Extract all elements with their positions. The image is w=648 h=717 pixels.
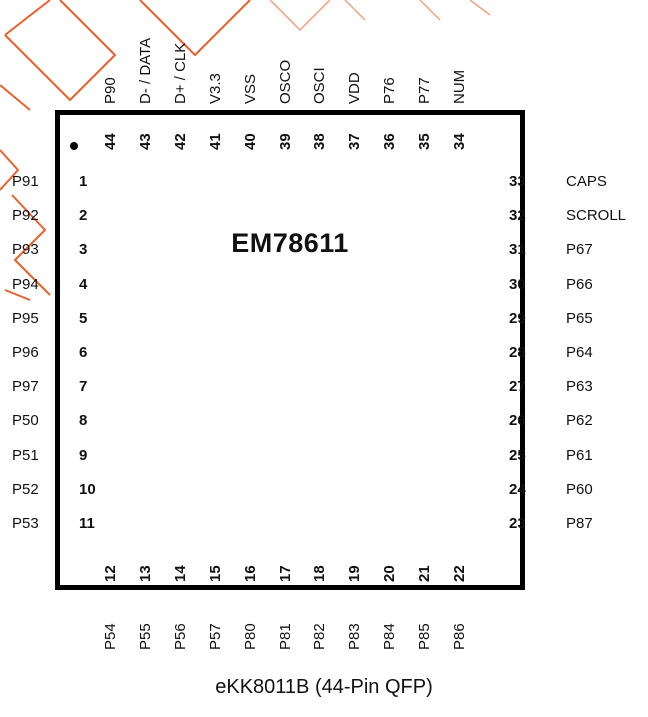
top-pin-number: 34 — [451, 133, 468, 150]
right-pin-number: 25 — [509, 446, 526, 464]
top-pin-number: 43 — [136, 133, 154, 150]
top-pin-number: 40 — [241, 133, 259, 150]
top-pin-name: V3.3 — [206, 73, 224, 104]
right-pin-name: P67 — [566, 241, 593, 259]
top-pin-number: 42 — [171, 133, 189, 150]
left-pin-number: 2 — [79, 207, 88, 225]
left-pin-number: 5 — [79, 309, 88, 327]
left-pin-name: P94 — [12, 275, 39, 293]
left-pin-name: P95 — [12, 309, 39, 327]
bottom-pin-number: 17 — [276, 565, 294, 582]
chip-body — [55, 110, 525, 590]
chip-name: EM78611 — [231, 228, 349, 258]
left-pin-number: 4 — [79, 275, 88, 293]
left-pin-name: P92 — [12, 207, 39, 225]
right-pin-name: P61 — [566, 446, 593, 464]
top-pin-name: NUM — [451, 69, 468, 104]
top-pin-name: P90 — [102, 77, 119, 104]
bottom-pin-name: P80 — [241, 623, 259, 650]
right-pin-name: SCROLL — [566, 207, 627, 225]
bottom-pin-name: P83 — [346, 623, 364, 650]
right-pin-number: 28 — [509, 344, 526, 361]
left-pin-name: P96 — [12, 344, 39, 361]
right-pin-name: P87 — [566, 515, 593, 532]
right-pin-name: P65 — [566, 309, 593, 327]
left-pin-number: 11 — [79, 515, 95, 532]
left-pin-name: P93 — [12, 241, 39, 259]
bottom-pin-number: 22 — [451, 565, 468, 582]
bottom-pin-number: 12 — [102, 565, 119, 582]
right-pin-number: 24 — [509, 480, 526, 498]
top-pin-name: OSCI — [311, 67, 329, 104]
top-pin-name: D+ / CLK — [171, 42, 189, 104]
right-pin-name: P63 — [566, 378, 593, 396]
bottom-pin-name: P82 — [311, 623, 329, 650]
bottom-pin-number: 14 — [171, 565, 189, 582]
bottom-pin-name: P86 — [451, 623, 468, 650]
right-pin-name: P66 — [566, 275, 593, 293]
top-pin-number: 39 — [276, 133, 294, 150]
right-pin-number: 33 — [509, 173, 526, 190]
left-pin-number: 3 — [79, 241, 88, 259]
bottom-pin-name: P54 — [102, 623, 119, 650]
bottom-pin-number: 19 — [346, 565, 364, 582]
top-pin-name: VSS — [241, 73, 259, 104]
bottom-pin-name: P56 — [171, 623, 189, 650]
right-pin-name: CAPS — [566, 173, 607, 190]
right-pin-name: P64 — [566, 344, 593, 361]
top-pin-number: 36 — [381, 133, 399, 150]
right-pin-number: 23 — [509, 515, 526, 532]
left-pin-name: P91 — [12, 173, 39, 190]
bottom-pin-name: P85 — [416, 623, 434, 650]
top-pin-number: 44 — [102, 133, 119, 150]
top-pin-name: P77 — [416, 77, 434, 104]
right-pin-number: 30 — [509, 275, 526, 293]
left-pin-number: 6 — [79, 344, 88, 361]
right-pin-number: 29 — [509, 309, 526, 327]
left-pin-number: 10 — [79, 480, 96, 498]
top-pin-number: 38 — [311, 133, 329, 150]
top-pin-number: 37 — [346, 133, 364, 150]
bottom-pin-number: 13 — [136, 565, 154, 582]
left-pin-number: 9 — [79, 446, 88, 464]
top-pin-name: P76 — [381, 77, 399, 104]
right-pin-number: 27 — [509, 378, 526, 396]
bottom-pin-name: P55 — [136, 623, 154, 650]
left-pin-name: P50 — [12, 412, 39, 430]
top-pin-name: VDD — [346, 72, 364, 104]
bottom-pin-number: 21 — [416, 565, 434, 582]
right-pin-number: 26 — [509, 412, 526, 430]
pin1-indicator-dot — [70, 142, 78, 150]
left-pin-name: P51 — [12, 446, 39, 464]
top-pin-number: 35 — [416, 133, 434, 150]
right-pin-name: P60 — [566, 480, 593, 498]
left-pin-name: P97 — [12, 378, 39, 396]
bottom-pin-name: P81 — [276, 623, 294, 650]
top-pin-name: OSCO — [276, 59, 294, 104]
right-pin-number: 31 — [509, 241, 526, 259]
bottom-pin-number: 18 — [311, 565, 329, 582]
left-pin-number: 7 — [79, 378, 88, 396]
bottom-pin-number: 16 — [241, 565, 259, 582]
left-pin-number: 8 — [79, 412, 88, 430]
right-pin-name: P62 — [566, 412, 593, 430]
left-pin-name: P52 — [12, 480, 39, 498]
bottom-pin-name: P57 — [206, 623, 224, 650]
bottom-pin-number: 15 — [206, 565, 224, 582]
left-pin-number: 1 — [79, 173, 88, 190]
top-pin-number: 41 — [206, 133, 224, 150]
bottom-pin-name: P84 — [381, 623, 399, 650]
diagram-caption: eKK8011B (44-Pin QFP) — [215, 676, 433, 698]
top-pin-name: D- / DATA — [136, 37, 154, 104]
watermark-logo — [0, 0, 491, 301]
bottom-pin-number: 20 — [381, 565, 399, 582]
right-pin-number: 32 — [509, 207, 526, 225]
left-pin-name: P53 — [12, 515, 39, 532]
